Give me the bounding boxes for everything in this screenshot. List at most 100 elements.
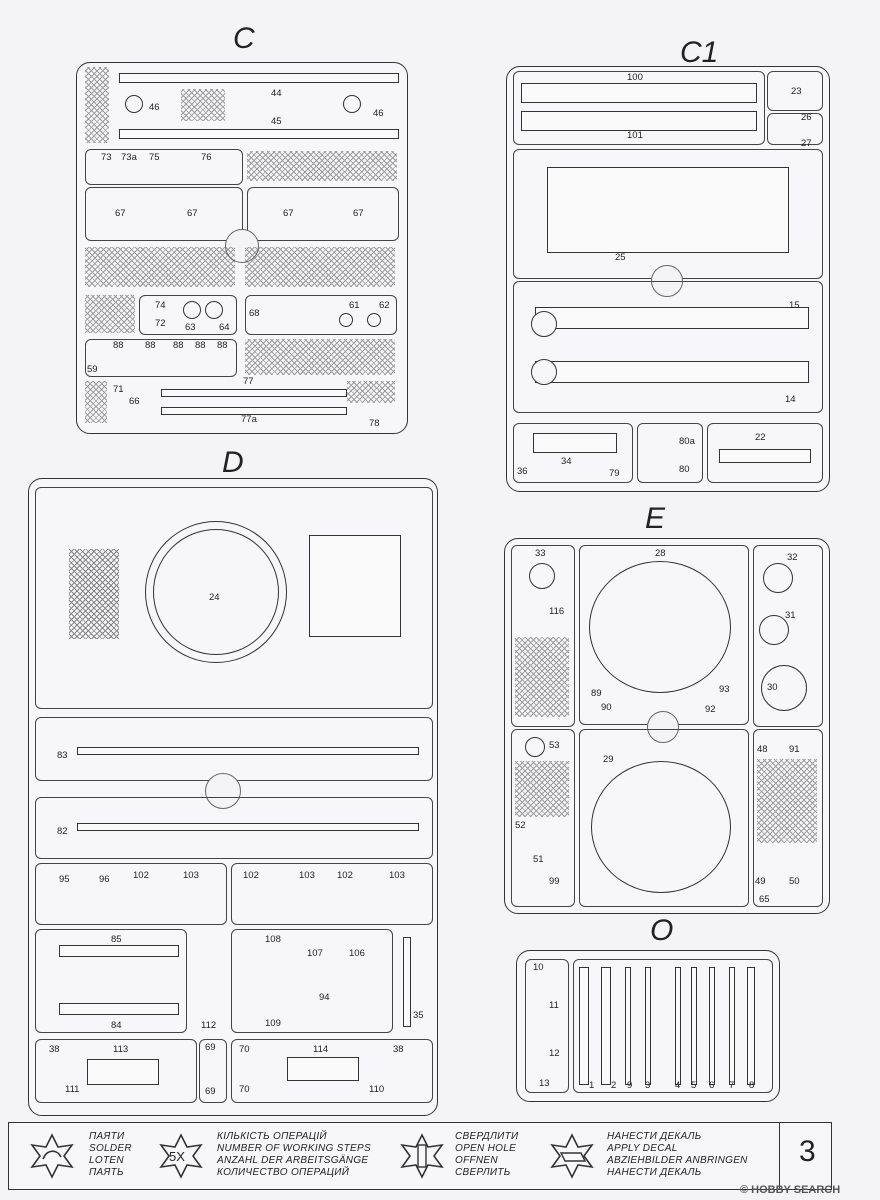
hatch-area (69, 549, 119, 639)
part-label: 45 (271, 116, 282, 127)
sprue-block (35, 1039, 197, 1103)
part-shape (763, 563, 793, 593)
sprue-block (637, 423, 703, 483)
working-steps-icon (159, 1133, 203, 1179)
hatch-area (85, 381, 107, 423)
part-label: 4 (675, 1080, 681, 1091)
frame-title-c: C (233, 22, 255, 55)
part-fender (77, 823, 419, 831)
frame-title-o: O (650, 914, 674, 947)
part-label: 22 (755, 432, 766, 443)
fret-o: 10 11 12 13 1 2 9 3 4 5 6 7 8 (516, 950, 780, 1102)
sprue-block (767, 113, 823, 145)
part-rod (645, 967, 651, 1085)
decal-text: НАНЕСТИ ДЕКАЛЬ APPLY DECAL ABZIEHBILDER … (607, 1131, 748, 1179)
sprue-block (85, 149, 243, 185)
part-label: 26 (801, 112, 812, 123)
sprue-block (707, 423, 823, 483)
part-label: 101 (627, 130, 643, 141)
hatch-area (85, 67, 109, 143)
legend-line: КІЛЬКІСТЬ ОПЕРАЦІЙ (217, 1131, 327, 1142)
part-label: 70 (239, 1084, 250, 1095)
part-shape (205, 301, 223, 319)
part-label: 103 (299, 870, 315, 881)
legend-divider (779, 1123, 781, 1189)
legend-line: НАНЕСТИ ДЕКАЛЬ (607, 1131, 702, 1142)
hatch-area (247, 151, 397, 181)
hatch-area (757, 759, 817, 843)
part-shape (529, 563, 555, 589)
hatch-area (85, 247, 235, 287)
part-label: 64 (219, 322, 230, 333)
hatch-area (515, 637, 569, 717)
part-label: 76 (201, 152, 212, 163)
sprue-block (573, 959, 773, 1093)
part-label: 13 (539, 1078, 550, 1089)
sprue-gate (647, 711, 679, 743)
part-label: 88 (113, 340, 124, 351)
sprue-block (35, 487, 433, 709)
part-label: 11 (549, 1000, 559, 1011)
part-label: 102 (133, 870, 149, 881)
part-rod (691, 967, 697, 1085)
sprue-block (513, 423, 633, 483)
part-label: 100 (627, 72, 643, 83)
part-rail (87, 1059, 159, 1085)
part-label: 2 (611, 1080, 617, 1091)
part-rail (161, 389, 347, 397)
part-label: 77 (243, 376, 254, 387)
part-label: 3 (645, 1080, 651, 1091)
part-label: 69 (205, 1086, 216, 1097)
legend-line: ANZAHL DER ARBEITSGÄNGE (217, 1155, 369, 1166)
part-rod (729, 967, 735, 1085)
legend-line: НАНЕСТИ ДЕКАЛЬ (607, 1167, 702, 1178)
drill-icon (400, 1133, 444, 1179)
part-label: 49 (755, 876, 766, 887)
part-shape (531, 311, 557, 337)
frame-title-e: E (645, 502, 666, 535)
part-track-side (535, 307, 809, 329)
part-label: 93 (719, 684, 730, 695)
part-label: 28 (655, 548, 666, 559)
part-label: 67 (187, 208, 198, 219)
part-label: 116 (549, 606, 565, 617)
part-rod (747, 967, 755, 1085)
part-label: 72 (155, 318, 166, 329)
sprue-block (513, 281, 823, 413)
part-label: 108 (265, 934, 281, 945)
sprue-block (231, 929, 393, 1033)
hatch-area (245, 247, 395, 287)
legend-line: ABZIEHBILDER ANBRINGEN (607, 1155, 748, 1166)
part-label: 34 (561, 456, 572, 467)
part-rail (287, 1057, 359, 1081)
part-label: 109 (265, 1018, 281, 1029)
sprue-block (199, 1039, 227, 1103)
part-label: 82 (57, 826, 68, 837)
part-label: 50 (789, 876, 800, 887)
part-label: 84 (111, 1020, 122, 1031)
sprue-block (247, 187, 399, 241)
part-label: 107 (307, 948, 323, 959)
part-label: 112 (201, 1020, 217, 1031)
sprue-block (767, 71, 823, 111)
part-label: 88 (195, 340, 206, 351)
hatch-area (181, 89, 225, 121)
hatch-area (85, 295, 135, 333)
legend-line: OFFNEN (455, 1155, 498, 1166)
part-label: 38 (49, 1044, 60, 1055)
sprue-block (35, 929, 187, 1033)
part-label: 77a (241, 414, 257, 425)
part-label: 24 (209, 592, 220, 603)
part-label: 48 (757, 744, 768, 755)
part-label: 102 (243, 870, 259, 881)
fret-d: 24 83 82 95 96 102 103 102 103 102 103 8… (28, 478, 438, 1116)
part-label: 80 (679, 464, 690, 475)
legend-line: ПАЯТЬ (89, 1167, 124, 1178)
part-label: 91 (789, 744, 800, 755)
part-label: 33 (535, 548, 546, 559)
part-label: 35 (413, 1010, 424, 1021)
sprue-block (245, 295, 397, 335)
part-rod (579, 967, 589, 1085)
part-label: 68 (249, 308, 260, 319)
part-label: 29 (603, 754, 614, 765)
